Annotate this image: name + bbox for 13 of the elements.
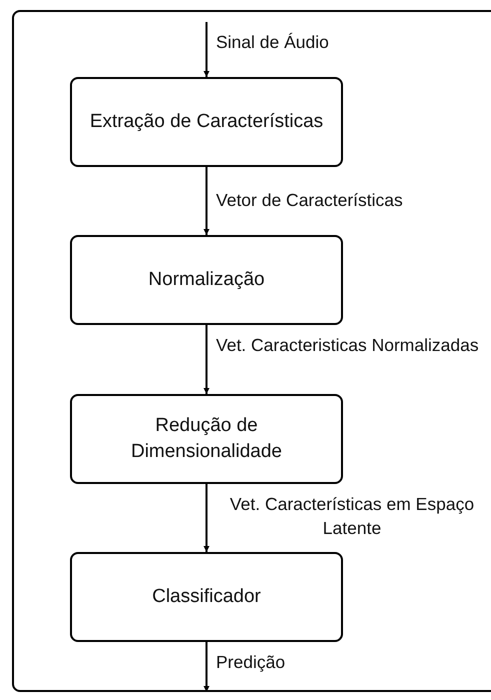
box-label: Extração de Características bbox=[90, 110, 324, 134]
arrow bbox=[204, 484, 210, 552]
arrow bbox=[204, 167, 210, 235]
box-label: Normalização bbox=[148, 268, 265, 292]
process-box bbox=[70, 235, 343, 325]
process-box bbox=[70, 77, 343, 167]
box-label: Redução de Dimensionalidade bbox=[130, 414, 284, 464]
process-box bbox=[70, 394, 343, 484]
arrow bbox=[204, 642, 210, 692]
process-box bbox=[70, 552, 343, 642]
arrow bbox=[204, 325, 210, 394]
box-label: Classificador bbox=[152, 585, 261, 609]
arrow bbox=[204, 22, 210, 77]
